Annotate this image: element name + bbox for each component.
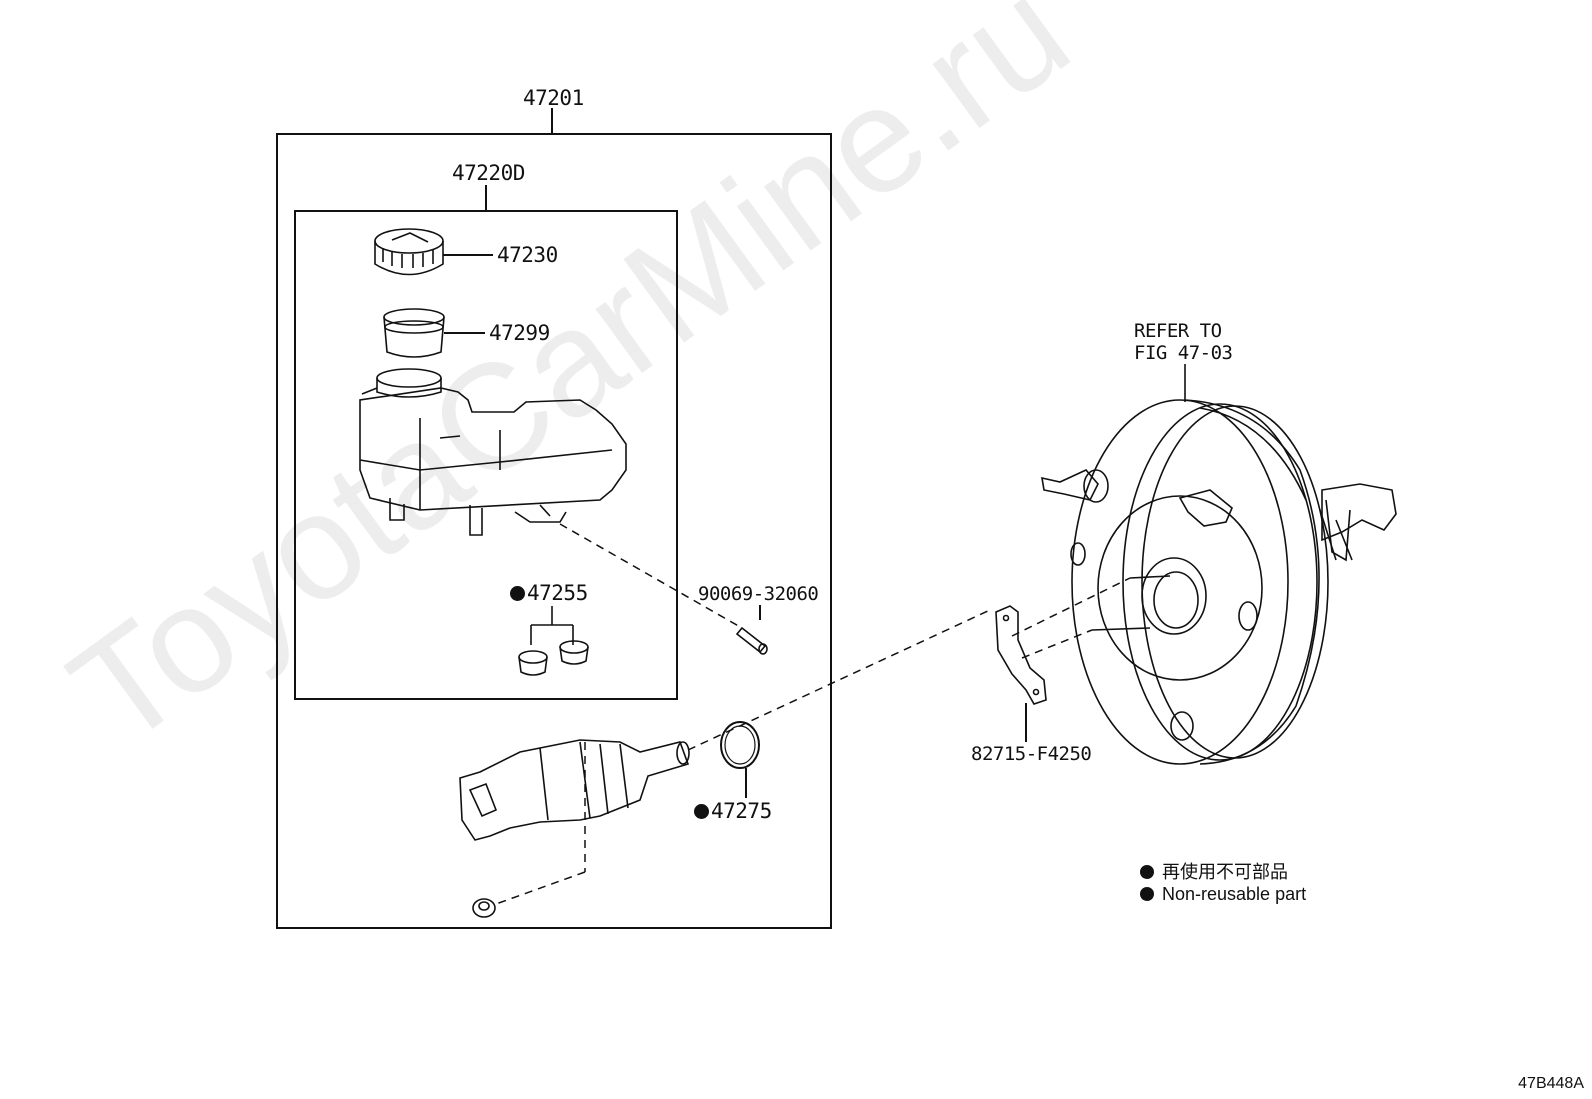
figure-code: 47B448A: [1518, 1075, 1584, 1092]
master-cylinder-icon: [459, 739, 690, 841]
strainer-icon: [383, 308, 445, 358]
label-47201: 47201: [523, 86, 584, 110]
legend-bullet-icon: [1140, 865, 1154, 879]
label-47255: 47255: [510, 583, 588, 604]
label-82715-f4250: 82715-F4250: [971, 743, 1092, 765]
assembly-box: [276, 133, 832, 929]
legend-jp: 再使用不可部品: [1140, 858, 1288, 884]
grommets-icon: [518, 606, 589, 676]
label-47275: 47275: [694, 801, 772, 822]
reservoir-box: [294, 210, 678, 700]
bracket-icon: [995, 605, 1047, 705]
plug-icon: [472, 898, 496, 918]
legend-bullet-icon: [1140, 887, 1154, 901]
reservoir-tank-icon: [359, 368, 627, 536]
refer-to-label: REFER TO: [1134, 320, 1222, 342]
brake-booster-icon: [1041, 364, 1397, 765]
oring-icon: [720, 721, 760, 769]
legend-en-text: Non-reusable part: [1162, 884, 1307, 904]
pin-icon: [735, 626, 768, 655]
legend-en: Non-reusable part: [1140, 884, 1306, 905]
refer-fig-label: FIG 47-03: [1134, 342, 1233, 364]
label-47220d: 47220D: [452, 161, 525, 185]
label-47299: 47299: [489, 321, 550, 345]
legend-jp-text: 再使用不可部品: [1162, 862, 1288, 882]
label-47230: 47230: [497, 243, 558, 267]
dashed-lines: [495, 523, 1131, 905]
label-90069-32060: 90069-32060: [698, 583, 819, 605]
cap-icon: [374, 228, 444, 276]
